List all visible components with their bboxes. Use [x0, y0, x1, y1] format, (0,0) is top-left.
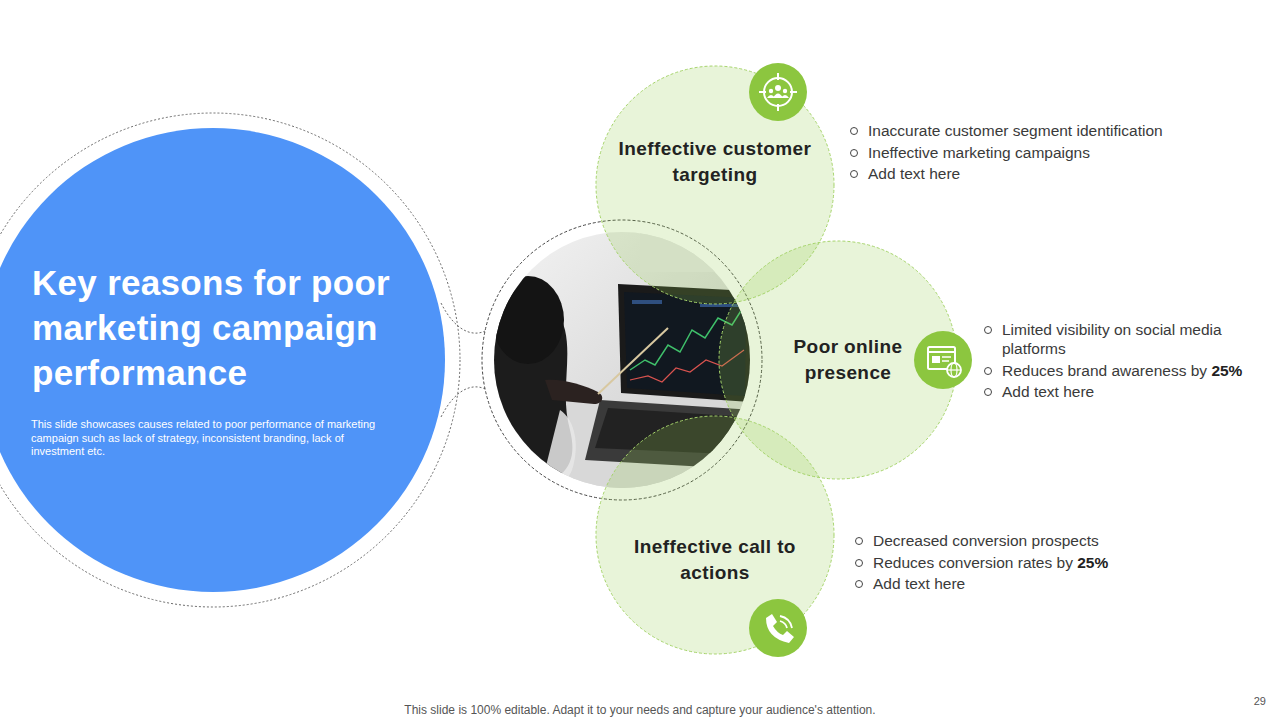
bullet-marker	[850, 149, 858, 157]
bullet-marker	[855, 559, 863, 567]
bullet-item: Add text here	[855, 574, 1255, 593]
reason-icon	[749, 63, 807, 121]
slide-title: Key reasons for poor marketing campaign …	[32, 260, 430, 395]
bullet-item: Ineffective marketing campaigns	[850, 143, 1250, 162]
bullet-marker	[984, 388, 992, 396]
circle-outline	[595, 415, 835, 655]
footer-note: This slide is 100% editable. Adapt it to…	[0, 703, 1280, 717]
bullet-item: Add text here	[850, 164, 1250, 183]
bullet-text: Add text here	[873, 575, 965, 592]
reason-icon	[914, 331, 972, 389]
bullet-item: Reduces conversion rates by 25%	[855, 553, 1255, 572]
bullet-item: Decreased conversion prospects	[855, 531, 1255, 550]
bullet-list: Decreased conversion prospectsReduces co…	[855, 531, 1255, 596]
bullet-text: Decreased conversion prospects	[873, 532, 1099, 549]
bullet-marker	[984, 326, 992, 334]
bullet-marker	[850, 170, 858, 178]
page-number: 29	[1254, 695, 1266, 707]
bullet-marker	[850, 127, 858, 135]
bullet-item: Add text here	[984, 382, 1256, 401]
bullet-item: Limited visibility on social media platf…	[984, 320, 1256, 358]
slide-description: This slide showcases causes related to p…	[31, 418, 399, 459]
reason-title: Poor online presence	[773, 334, 923, 386]
bullet-list: Inaccurate customer segment identificati…	[850, 121, 1250, 186]
bullet-text: Limited visibility on social media platf…	[1002, 321, 1222, 357]
bullet-text: Ineffective marketing campaigns	[868, 144, 1090, 161]
bullet-item: Inaccurate customer segment identificati…	[850, 121, 1250, 140]
outer-ring	[0, 113, 460, 607]
reason-icon	[749, 599, 807, 657]
bullet-marker	[984, 367, 992, 375]
summary-circle: Key reasons for poor marketing campaign …	[0, 128, 445, 592]
bullet-text: Reduces conversion rates by 25%	[873, 554, 1108, 571]
bullet-text: Reduces brand awareness by 25%	[1002, 362, 1242, 379]
bullet-text: Inaccurate customer segment identificati…	[868, 122, 1163, 139]
reason-circle: Ineffective call to actions	[595, 415, 835, 655]
bullet-list: Limited visibility on social media platf…	[984, 320, 1256, 404]
bullet-text: Add text here	[868, 165, 960, 182]
reason-title: Ineffective customer targeting	[615, 136, 815, 188]
bullet-marker	[855, 537, 863, 545]
bullet-marker	[855, 580, 863, 588]
bullet-text: Add text here	[1002, 383, 1094, 400]
reason-title: Ineffective call to actions	[625, 534, 805, 586]
bullet-item: Reduces brand awareness by 25%	[984, 361, 1256, 380]
